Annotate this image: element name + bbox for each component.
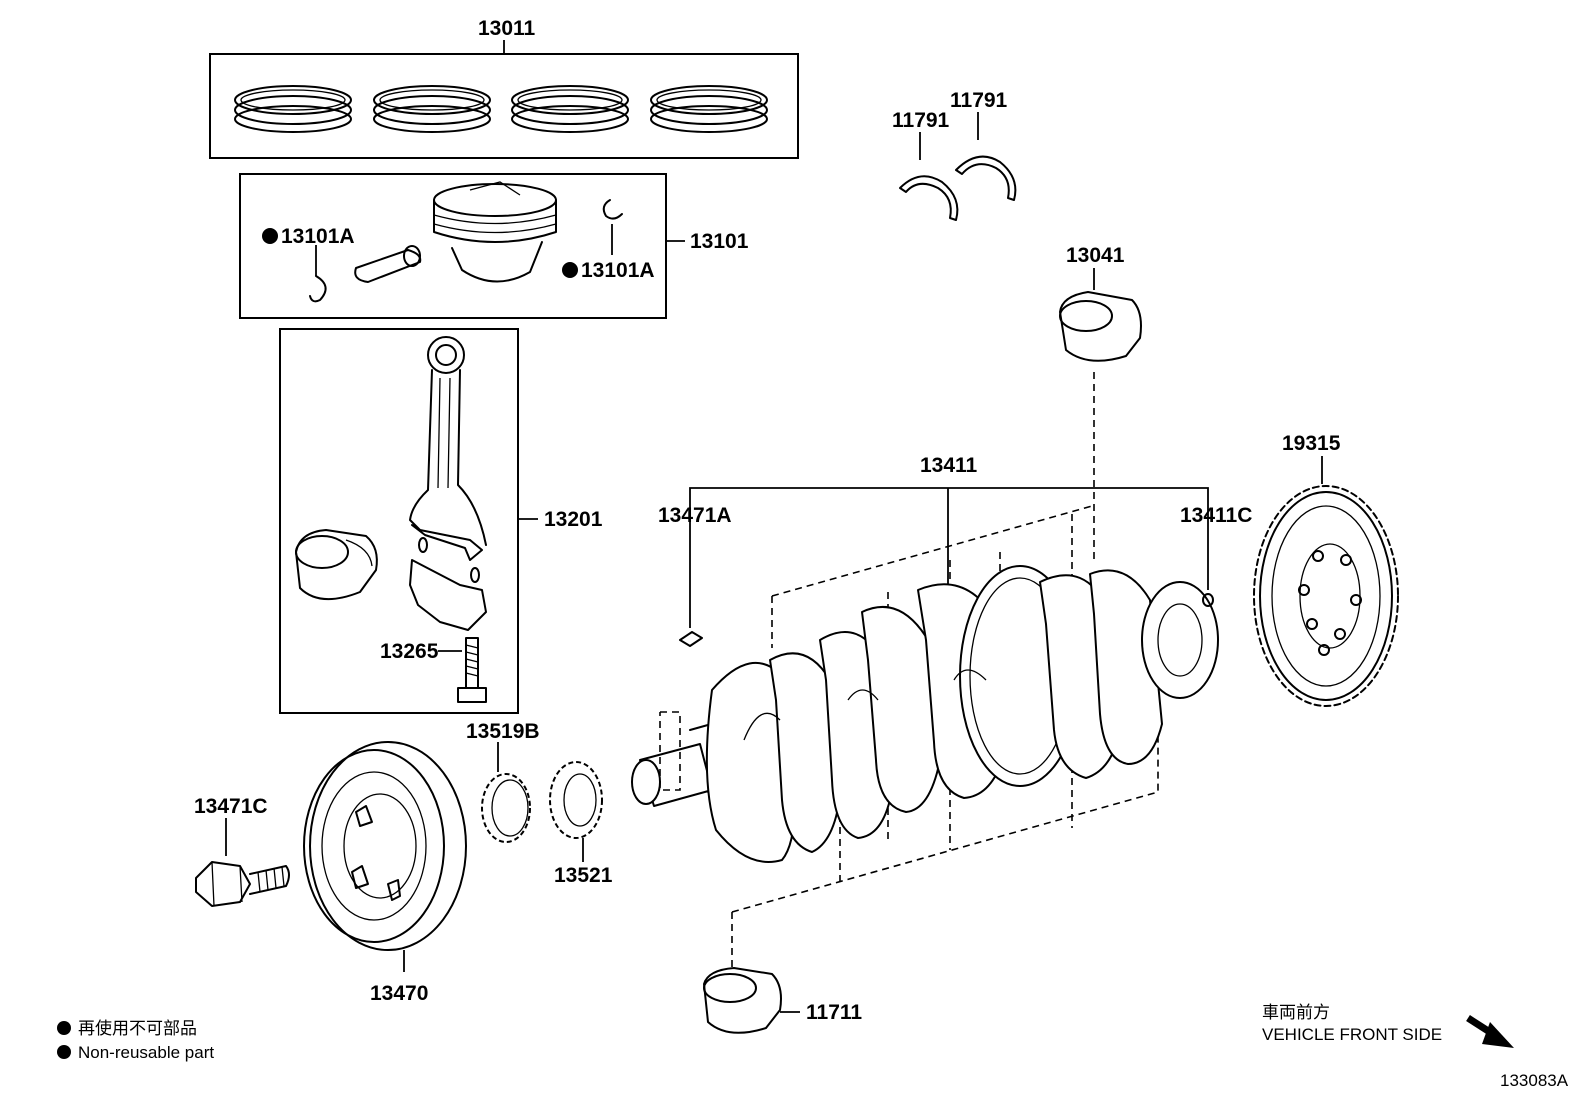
front-side-english: VEHICLE FRONT SIDE xyxy=(1262,1025,1442,1044)
label-timing-gear: 13519B xyxy=(466,720,540,743)
crank-web xyxy=(769,652,841,853)
label-thrust-washer-left: 11791 xyxy=(892,109,950,132)
piston-ring xyxy=(511,85,629,133)
label-pulley-bolt: 13471C xyxy=(194,795,268,818)
label-snap-ring-right: 13101A xyxy=(581,259,655,282)
crankshaft-pin-rear xyxy=(1202,593,1214,607)
legend-japanese: 再使用不可部品 xyxy=(78,1018,197,1038)
piston-ring xyxy=(234,85,352,133)
piston-ring xyxy=(373,85,491,133)
snap-ring-left xyxy=(309,275,327,303)
snap-ring-right xyxy=(602,199,623,220)
legend-english: Non-reusable part xyxy=(78,1043,214,1062)
label-pulley: 13470 xyxy=(370,982,428,1005)
front-side-japanese: 車両前方 xyxy=(1262,1003,1330,1022)
connecting-rod xyxy=(409,336,487,631)
label-bearing-lower: 11711 xyxy=(806,1001,862,1024)
label-piston-ring-set: 13011 xyxy=(478,17,536,40)
piston-sub-assembly[interactable] xyxy=(239,173,685,319)
label-connecting-rod-bolt: 13265 xyxy=(380,640,439,663)
front-arrow-icon xyxy=(1466,1015,1514,1048)
non-reusable-mark xyxy=(562,262,578,278)
crankshaft-bearing-upper[interactable] xyxy=(1059,268,1142,560)
crank-web xyxy=(861,605,941,813)
piston xyxy=(433,181,557,283)
non-reusable-mark xyxy=(262,228,278,244)
label-thrust-washer-right: 11791 xyxy=(950,89,1008,112)
thrust-washer-left[interactable] xyxy=(899,132,959,221)
crank-rear-flange xyxy=(1141,581,1219,699)
connecting-rod-sub-assembly[interactable] xyxy=(279,328,538,714)
crankshaft-pulley[interactable] xyxy=(303,741,467,972)
crankshaft-bearing-lower[interactable] xyxy=(703,967,800,1034)
crankshaft-assembly[interactable] xyxy=(631,487,1219,970)
vehicle-front-indicator: 車両前方 VEHICLE FRONT SIDE xyxy=(1262,1003,1514,1048)
label-sensor-plate: 19315 xyxy=(1282,432,1341,455)
crankshaft-timing-gear[interactable] xyxy=(481,742,531,843)
crankshaft-pulley-bolt[interactable] xyxy=(195,818,290,907)
thrust-washer-right[interactable] xyxy=(955,112,1017,201)
non-reusable-mark xyxy=(57,1045,71,1059)
figure-id: 133083A xyxy=(1500,1071,1569,1090)
crank-web xyxy=(705,661,796,863)
piston-ring-set[interactable] xyxy=(209,40,799,159)
piston-ring xyxy=(650,85,768,133)
label-connecting-rod: 13201 xyxy=(544,508,603,531)
label-piston: 13101 xyxy=(690,230,749,253)
label-bearing-upper: 13041 xyxy=(1066,244,1125,267)
piston-pin xyxy=(354,245,422,283)
label-pin-rear: 13411C xyxy=(1180,504,1252,527)
connecting-rod-bolt xyxy=(457,637,487,703)
legend: 再使用不可部品 Non-reusable part xyxy=(57,1018,214,1062)
connecting-rod-bearing xyxy=(295,529,378,601)
crankshaft-position-sensor-plate[interactable] xyxy=(1253,456,1399,707)
crankshaft-pin-front xyxy=(679,631,703,647)
crankshaft-sprocket[interactable] xyxy=(549,761,603,862)
label-crankshaft: 13411 xyxy=(920,454,978,477)
label-snap-ring-left: 13101A xyxy=(281,225,355,248)
label-sprocket: 13521 xyxy=(554,864,613,887)
label-pin-front: 13471A xyxy=(658,504,732,527)
non-reusable-mark xyxy=(57,1021,71,1035)
